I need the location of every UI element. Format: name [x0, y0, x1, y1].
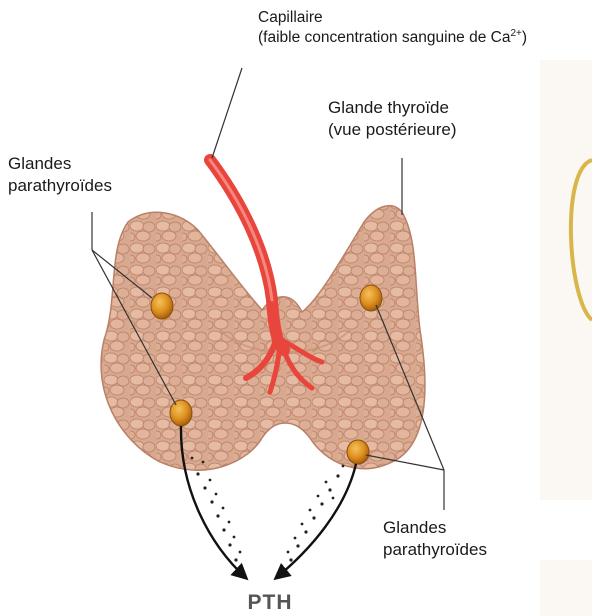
parathyroid-left-line1: Glandes	[8, 153, 112, 175]
parathyroid-gland-upper-left	[151, 293, 173, 319]
parathyroid-left-line2: parathyroïdes	[8, 175, 112, 197]
capillary-title: Capillaire	[258, 8, 527, 28]
capillary-note-text: (faible concentration sanguine de Ca	[258, 29, 510, 46]
parathyroid-right-line1: Glandes	[383, 517, 487, 539]
thyroid-label-line1: Glande thyroïde	[328, 97, 457, 119]
capillary-label: Capillaire (faible concentration sanguin…	[258, 8, 527, 48]
parathyroid-right-line2: parathyroïdes	[383, 539, 487, 561]
thyroid-label: Glande thyroïde (vue postérieure)	[328, 97, 457, 141]
calcium-charge: 2+	[510, 28, 521, 39]
parathyroid-gland-lower-left	[170, 400, 192, 426]
parathyroid-gland-upper-right	[360, 285, 382, 311]
capillary-note-close: )	[522, 29, 527, 46]
parathyroid-gland-lower-right	[347, 440, 369, 464]
thyroid-label-line2: (vue postérieure)	[328, 119, 457, 141]
pth-secretion-dots	[191, 457, 345, 562]
parathyroid-label-right: Glandes parathyroïdes	[383, 517, 487, 561]
parathyroid-label-left: Glandes parathyroïdes	[8, 153, 112, 197]
pth-label: PTH	[230, 592, 310, 614]
right-edge-fragment	[540, 60, 592, 616]
capillary-note: (faible concentration sanguine de Ca2+)	[258, 28, 527, 48]
pth-arrow-right	[276, 464, 356, 578]
